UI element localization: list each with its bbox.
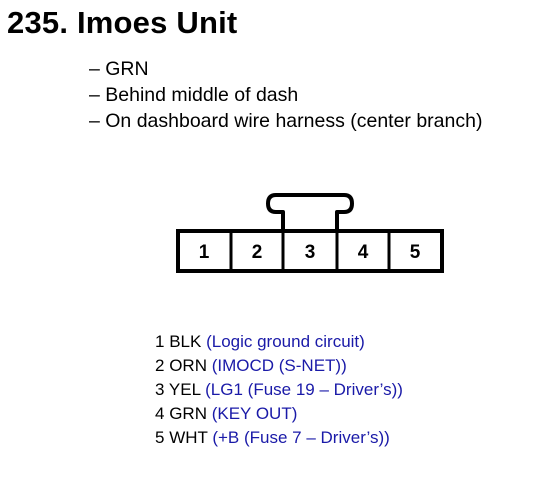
pinout-row: 4 GRN (KEY OUT) — [155, 402, 403, 426]
wire-color: ORN — [169, 356, 207, 375]
wire-color: WHT — [169, 428, 208, 447]
pin-label-4: 4 — [358, 242, 369, 263]
pinout-row: 5 WHT (+B (Fuse 7 – Driver’s)) — [155, 426, 403, 450]
connector-latch — [266, 193, 354, 231]
pinout-row: 3 YEL (LG1 (Fuse 19 – Driver’s)) — [155, 378, 403, 402]
wire-color: YEL — [168, 380, 201, 399]
pin-label-5: 5 — [410, 242, 421, 263]
pin-label-1: 1 — [199, 242, 210, 263]
pin-number: 1 — [155, 332, 165, 351]
detail-harness: – On dashboard wire harness (center bran… — [89, 110, 483, 132]
pin-number: 5 — [155, 428, 165, 447]
pin-label-3: 3 — [305, 242, 316, 263]
pinout-list: 1 BLK (Logic ground circuit) 2 ORN (IMOC… — [155, 330, 403, 450]
connector-diagram: 1 2 3 4 5 — [176, 193, 444, 273]
detail-location: – Behind middle of dash — [89, 84, 299, 106]
pin-number: 4 — [155, 404, 165, 423]
wire-color: BLK — [169, 332, 202, 351]
pin-label-2: 2 — [252, 242, 263, 263]
pinout-row: 2 ORN (IMOCD (S-NET)) — [155, 354, 403, 378]
pin-number: 3 — [155, 380, 165, 399]
section-number: 235. — [7, 5, 69, 40]
detail-connector-color: – GRN — [89, 58, 149, 80]
pin-description: (IMOCD (S-NET)) — [211, 356, 347, 375]
pin-number: 2 — [155, 356, 165, 375]
pin-description: (Logic ground circuit) — [206, 332, 365, 351]
section-title: Imoes Unit — [76, 5, 238, 40]
connector-details: – GRN – Behind middle of dash – On dashb… — [89, 56, 482, 134]
pin-description: (LG1 (Fuse 19 – Driver’s)) — [205, 380, 403, 399]
connector-body — [176, 229, 444, 273]
pin-description: (KEY OUT) — [211, 404, 298, 423]
pin-description: (+B (Fuse 7 – Driver’s)) — [212, 428, 390, 447]
wire-color: GRN — [169, 404, 207, 423]
page-title: 235. Imoes Unit — [7, 5, 237, 41]
pinout-row: 1 BLK (Logic ground circuit) — [155, 330, 403, 354]
